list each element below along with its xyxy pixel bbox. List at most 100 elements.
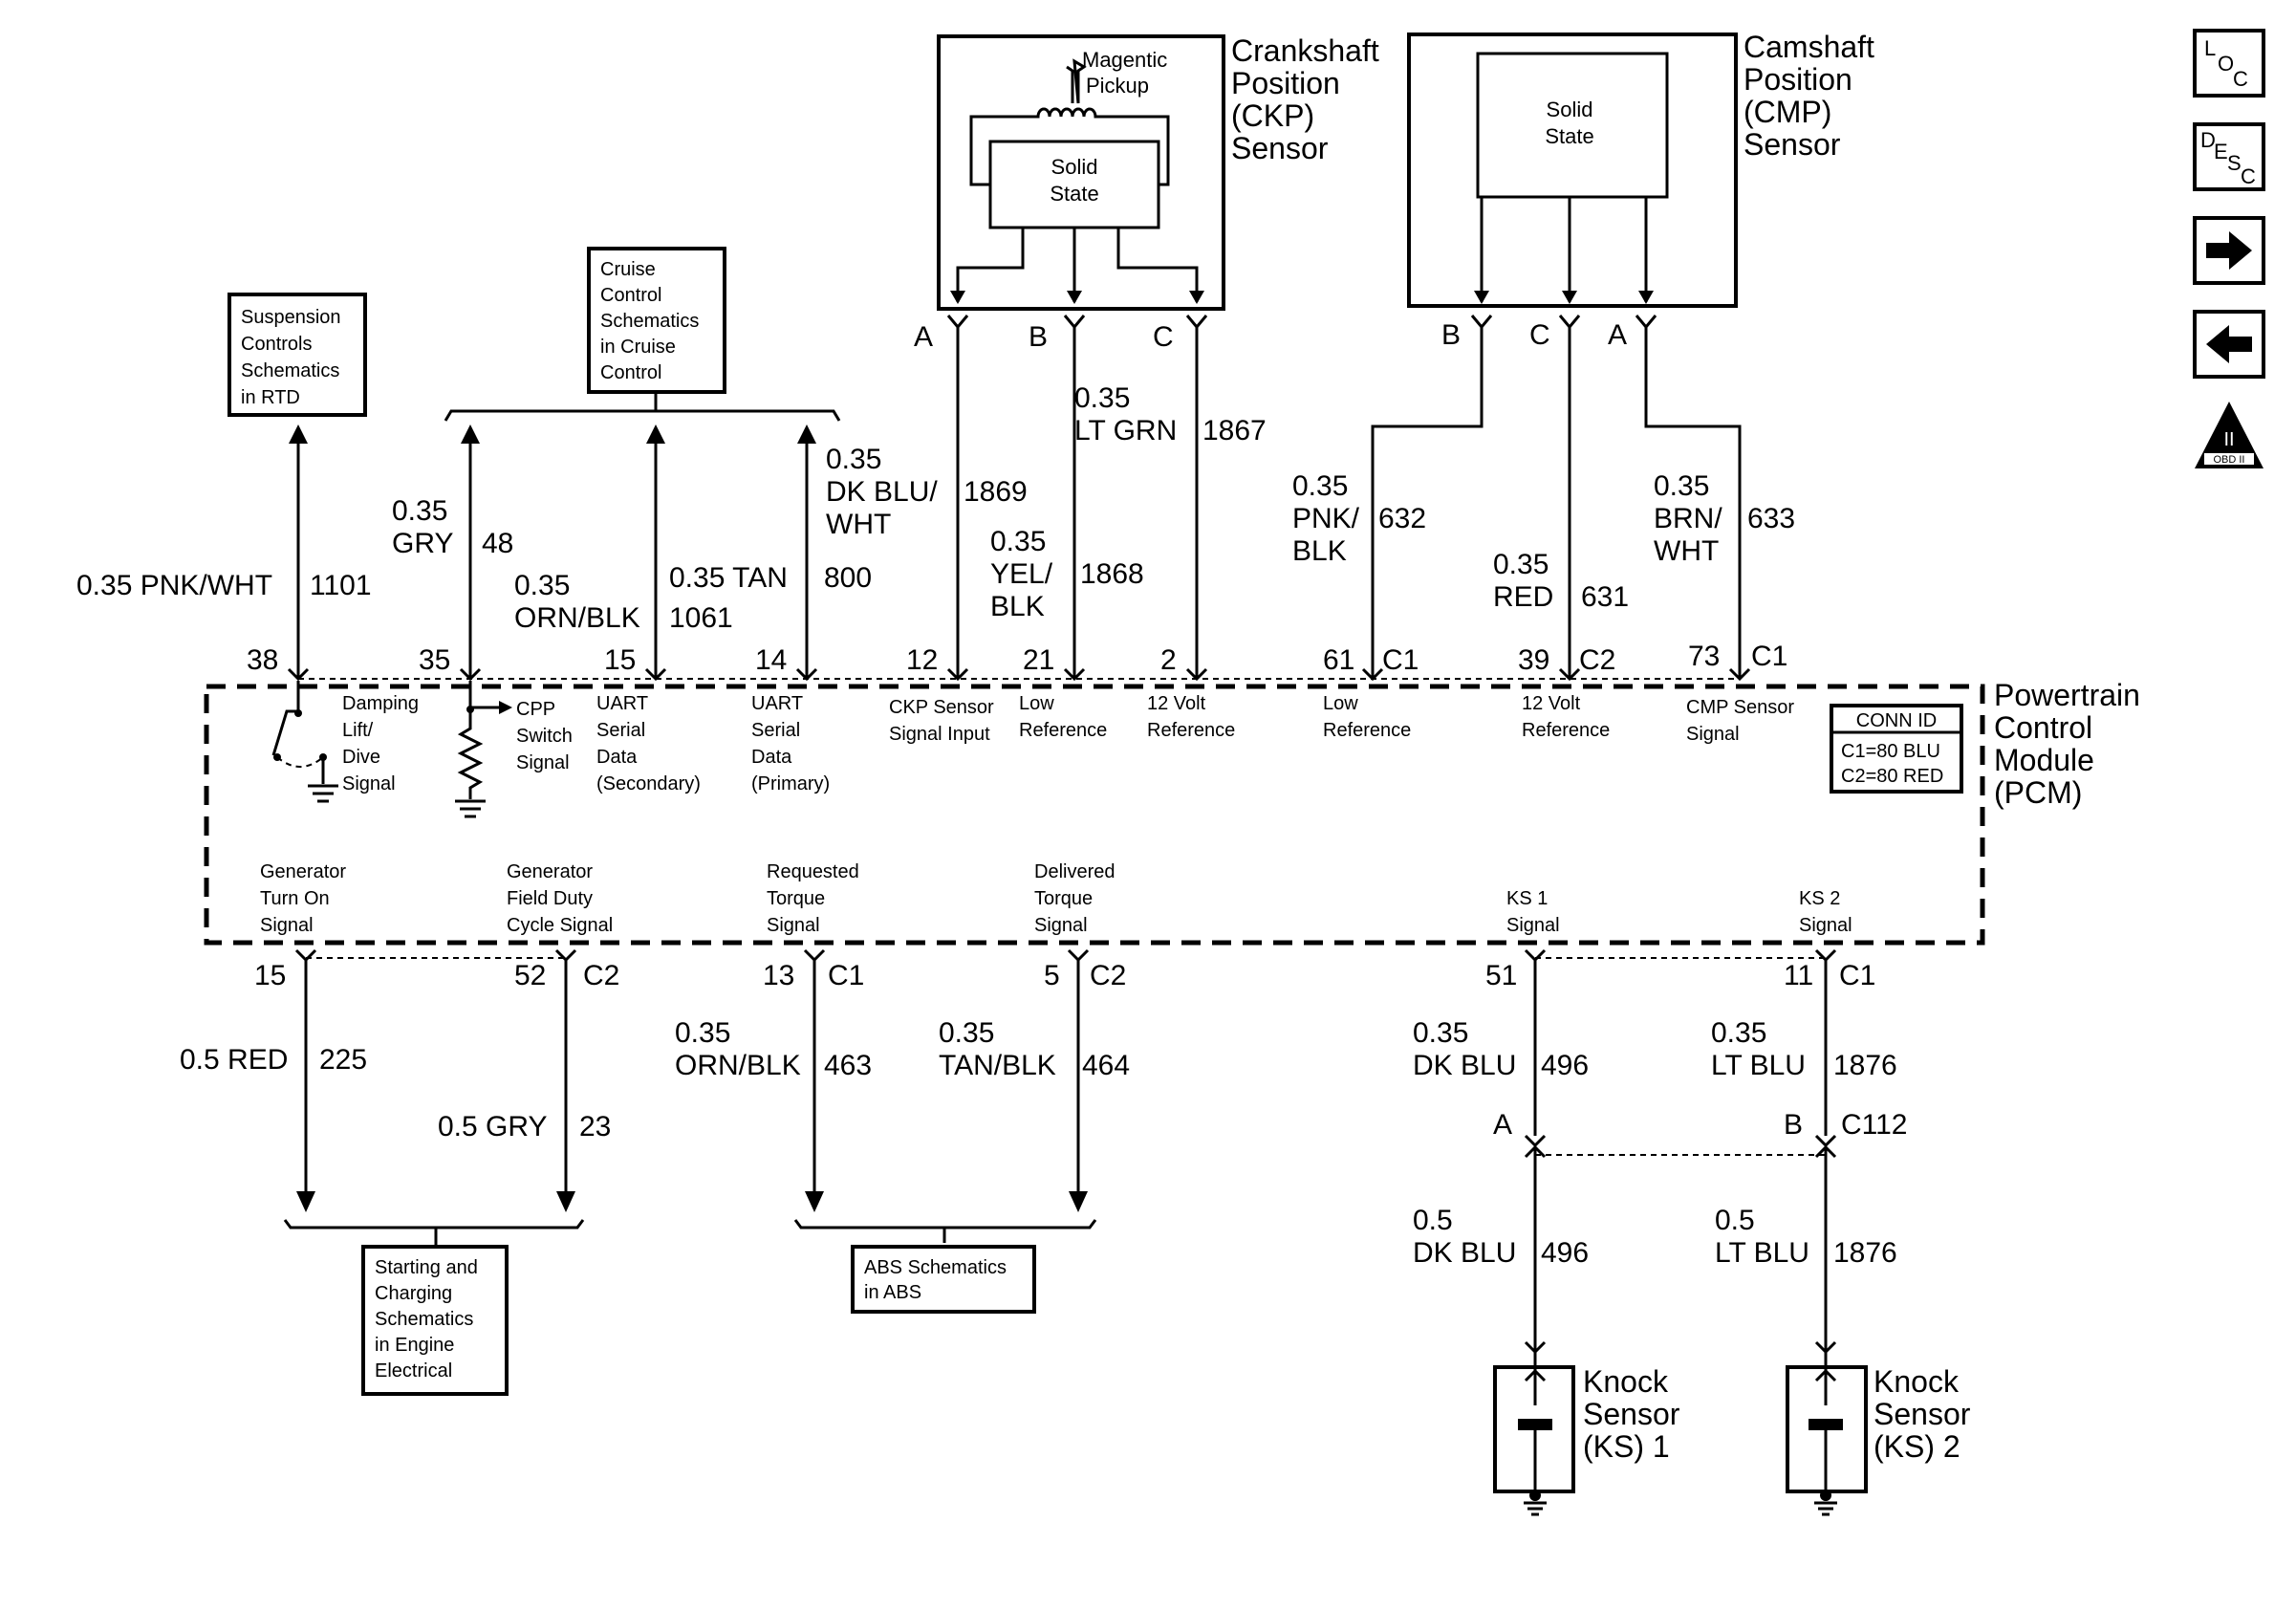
func-uart-pri-1: UART [751,693,803,714]
arrow-right-icon [2206,231,2252,270]
knock-2-label-2: Sensor [1874,1397,1971,1431]
func-ckp-1: CKP Sensor [889,697,994,718]
arrow-left-icon [2206,325,2252,363]
pin-11-conn: C1 [1839,960,1875,991]
next-button[interactable] [2193,216,2265,285]
desc-d: D [2200,128,2216,152]
wire-label-632-size: 0.35 [1292,470,1348,502]
loc-c: C [2233,67,2248,91]
func-uart-pri-2: Serial [751,720,800,741]
bottom-wires [283,948,1837,1355]
knock-1-label-3: (KS) 1 [1583,1429,1670,1464]
wire-label-633-color-2: WHT [1654,535,1719,567]
damping-switch-icon [271,681,338,803]
wire-label-1101: 0.35 PNK/WHT [76,570,272,601]
wire-label-1876-size: 0.35 [1711,1017,1766,1049]
pin-12: 12 [906,644,938,676]
suspension-ref-line-1: Suspension [241,307,341,328]
pin-15-bottom: 15 [254,960,286,991]
wire-label-463-size: 0.35 [675,1017,730,1049]
c112-connector: C112 [1841,1109,1908,1141]
cmp-title-3: (CMP) [1744,95,1831,129]
cmp-pin-a: A [1608,319,1627,351]
circuit-496: 496 [1541,1050,1589,1081]
circuit-1876: 1876 [1833,1050,1897,1081]
cruise-control-reference[interactable]: Cruise Control Schematics in Cruise Cont… [587,247,726,394]
pin-61-conn: C1 [1382,644,1419,676]
ckp-pin-a: A [914,321,933,353]
wire-label-1869-color-1: DK BLU/ [826,476,938,508]
func-cpp-2: Switch [516,726,573,747]
func-damping-2: Lift/ [342,720,374,741]
ckp-sensor: Solid State Magentic Pickup Crankshaft P… [937,33,1379,311]
circuit-800: 800 [824,562,872,594]
knock-1-label-1: Knock [1583,1364,1669,1399]
func-damping-3: Dive [342,747,380,768]
ckp-pin-c: C [1153,321,1174,353]
knock-2-label-3: (KS) 2 [1874,1429,1960,1464]
cruise-ref-line-5: Control [600,362,661,383]
ckp-sensor-box [937,34,1225,311]
desc-button[interactable]: D E S C [2193,122,2265,191]
func-del-torque-1: Delivered [1034,861,1115,882]
func-uart-sec-4: (Secondary) [596,773,701,794]
ckp-pin-b: B [1029,321,1048,353]
wire-label-632-color-1: PNK/ [1292,503,1360,534]
func-ckp-2: Signal Input [889,724,990,745]
bottom-labels: 15 52 C2 13 C1 5 C2 51 11 C1 0.5 RED 225… [180,960,1908,1269]
wire-label-800: 0.35 TAN [669,562,788,594]
cruise-bracket [444,409,841,422]
wire-label-1867-size: 0.35 [1074,382,1130,414]
func-gen-on-2: Turn On [260,888,330,909]
pin-5: 5 [1044,960,1060,991]
top-wire-labels: 0.35 PNK/WHT 1101 0.35 GRY 48 0.35 ORN/B… [76,382,1795,634]
starting-charging-reference[interactable]: Starting and Charging Schematics in Engi… [361,1245,509,1396]
func-uart-pri-4: (Primary) [751,773,830,794]
func-uart-sec-1: UART [596,693,648,714]
wire-label-23: 0.5 GRY [438,1111,548,1142]
wire-label-496-size: 0.35 [1413,1017,1468,1049]
desc-c: C [2241,164,2256,188]
desc-s: S [2227,151,2242,175]
wire-label-1869-size: 0.35 [826,444,881,475]
func-damping-1: Damping [342,693,419,714]
desc-e: E [2214,140,2228,163]
c112-pin-b: B [1784,1109,1803,1141]
cmp-title-4: Sensor [1744,127,1841,162]
pin-61: 61 [1323,644,1354,676]
wire-label-633-size: 0.35 [1654,470,1709,502]
pin-2: 2 [1160,644,1177,676]
func-ckp-12v-1: 12 Volt [1147,693,1206,714]
pin-73: 73 [1688,641,1720,672]
loc-button[interactable]: L O C [2193,29,2265,98]
pin-73-conn: C1 [1751,641,1787,672]
func-cpp-1: CPP [516,699,555,720]
circuit-1869: 1869 [964,476,1028,508]
wire-label-463-color: ORN/BLK [675,1050,801,1081]
suspension-reference[interactable]: Suspension Controls Schematics in RTD [227,293,367,417]
starting-ref-line-1: Starting and [375,1257,478,1278]
cmp-pin-b: B [1441,319,1461,351]
func-cmp-12v-1: 12 Volt [1522,693,1581,714]
bottom-function-labels: Generator Turn On Signal Generator Field… [260,861,1852,936]
prev-button[interactable] [2193,310,2265,379]
obd-ii-label: OBD II [2213,454,2244,466]
obd-ii-button[interactable]: II OBD II [2195,402,2264,468]
pin-39: 39 [1518,644,1549,676]
suspension-ref-line-2: Controls [241,334,312,355]
cruise-ref-line-1: Cruise [600,259,656,280]
circuit-633: 633 [1747,503,1795,534]
wire-label-1061-color: ORN/BLK [514,602,640,634]
abs-reference[interactable]: ABS Schematics in ABS [851,1245,1036,1314]
pcm-title-4: (PCM) [1994,775,2082,810]
func-ks2-2: Signal [1799,915,1852,936]
ckp-title-2: Position [1231,66,1340,100]
top-pin-numbers: 38 35 15 14 12 21 2 61 C1 39 C2 73 C1 [247,641,1787,676]
obd-ii-numeral: II [2223,429,2234,450]
starting-ref-line-5: Electrical [375,1360,452,1382]
pcm-title-3: Module [1994,743,2094,777]
func-cpp-3: Signal [516,752,570,773]
pin-21: 21 [1023,644,1054,676]
circuit-1061: 1061 [669,602,733,634]
wire-label-496-color: DK BLU [1413,1050,1516,1081]
